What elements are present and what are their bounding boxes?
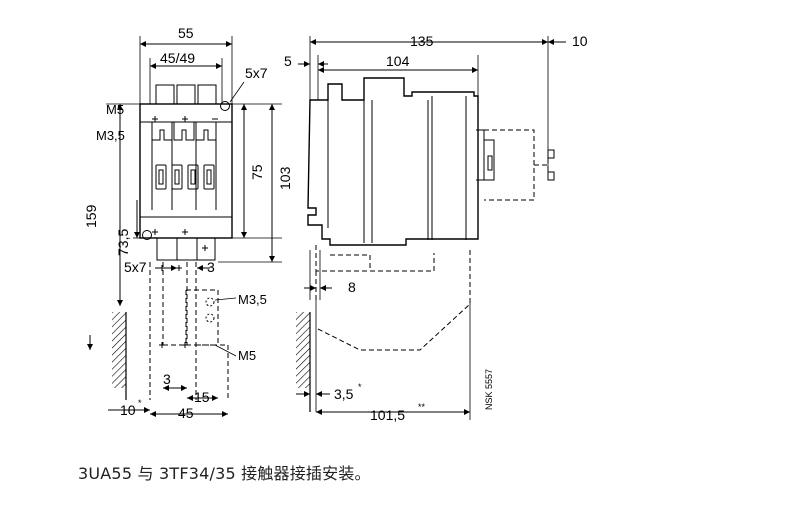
dim-width-55: 55 — [178, 25, 194, 41]
dim-depth-135: 135 — [410, 33, 434, 49]
dim-height-75: 75 — [249, 164, 265, 180]
dim-wall-3-5: 3,5 — [334, 386, 354, 402]
dim-width-45-49: 45/49 — [160, 50, 195, 66]
label-slot-top: 5x7 — [245, 65, 268, 81]
dim-height-159: 159 — [83, 204, 99, 228]
label-m3-5: M3,5 — [96, 128, 125, 143]
label-m5: M5 — [106, 102, 124, 117]
dim-wall-10-mark: * — [138, 398, 142, 408]
dim-depth-101-5-mark: ** — [418, 402, 426, 412]
dim-width-45: 45 — [178, 405, 194, 421]
dim-depth-101-5: 101,5 — [370, 407, 405, 423]
dim-depth-104: 104 — [386, 53, 410, 69]
dim-height-103: 103 — [277, 166, 293, 190]
dim-height-73-5: 73,5 — [115, 229, 131, 256]
dim-offset-5: 5 — [284, 53, 292, 69]
dim-wall-10: 10 — [120, 402, 136, 418]
dim-offset-3-bottom: 3 — [163, 371, 171, 387]
label-m3-5-lower: M3,5 — [238, 292, 267, 307]
drawing-code: NSK 5557 — [484, 369, 494, 410]
dim-depth-10: 10 — [572, 33, 588, 49]
label-slot-bottom: 5x7 — [124, 259, 147, 275]
figure-caption: 3UA55 与 3TF34/35 接触器接插安装。 — [78, 464, 371, 483]
label-m5-lower: M5 — [238, 348, 256, 363]
dim-wall-3-5-mark: * — [358, 382, 362, 392]
side-view — [296, 36, 566, 420]
dim-offset-8: 8 — [348, 279, 356, 295]
dim-offset-3-top: 3 — [207, 259, 215, 275]
front-view — [87, 36, 282, 417]
dim-offset-15: 15 — [194, 389, 210, 405]
